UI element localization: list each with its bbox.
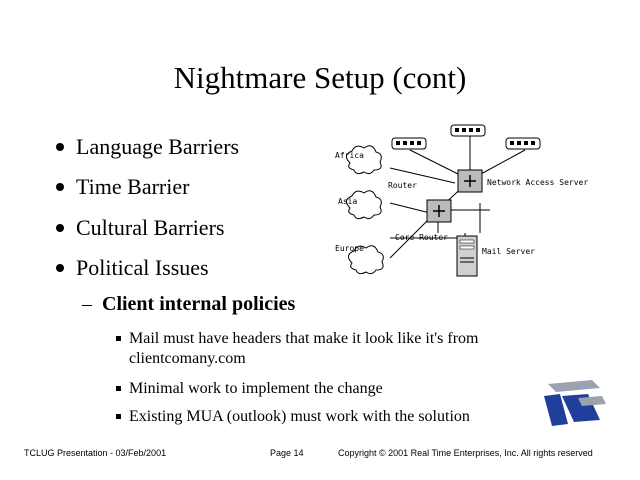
bullet-text: Cultural Barriers	[76, 215, 225, 240]
router-icon	[457, 169, 483, 193]
sub-bullet-item: –Client internal policies	[82, 290, 295, 318]
diagram-label-nas: Network Access Server	[487, 178, 588, 187]
hub-icon	[391, 137, 427, 150]
diagram-label-europe: Europe	[335, 244, 364, 253]
bullet-text: Language Barriers	[76, 134, 240, 159]
slide-title: Nightmare Setup (cont)	[173, 60, 467, 95]
sub-sub-bullet-item: Minimal work to implement the change	[116, 379, 556, 399]
sub-sub-bullet-item: Existing MUA (outlook) must work with th…	[116, 407, 556, 427]
diagram-label-africa: Africa	[335, 151, 364, 160]
cloud-icon	[348, 245, 384, 275]
diagram-label-mail-server: Mail Server	[482, 247, 535, 256]
footer-page-number: Page 14	[270, 448, 304, 458]
diagram-label-asia: Asia	[338, 197, 357, 206]
server-icon	[456, 235, 478, 277]
cloud-icon	[346, 190, 382, 220]
bullet-item: Cultural Barriers	[56, 214, 224, 242]
sub-sub-bullet-continuation: clientcomany.com	[129, 350, 246, 367]
sub-sub-bullet-item: Mail must have headers that make it look…	[116, 329, 556, 369]
cloud-icon	[346, 145, 382, 175]
bullet-dot-icon	[56, 263, 64, 272]
bullet-dot-icon	[56, 182, 64, 191]
square-bullet-icon	[116, 413, 121, 419]
dash-icon: –	[82, 293, 92, 315]
company-logo-icon	[544, 380, 606, 426]
square-bullet-icon	[116, 385, 121, 391]
bullet-item: Political Issues	[56, 254, 209, 282]
bullet-item: Language Barriers	[56, 133, 239, 161]
sub-sub-bullet-text: Minimal work to implement the change	[129, 380, 383, 397]
hub-icon	[505, 137, 541, 150]
sub-bullet-text: Client internal policies	[102, 293, 296, 315]
bullet-text: Time Barrier	[76, 174, 190, 199]
sub-sub-bullet-text: Existing MUA (outlook) must work with th…	[129, 408, 470, 425]
network-diagram: Africa Asia Europe Router Core Router Ne…	[335, 124, 588, 277]
diagram-label-router: Router	[388, 181, 417, 190]
footer-left-text: TCLUG Presentation - 03/Feb/2001	[24, 448, 167, 458]
bullet-text: Political Issues	[76, 255, 209, 280]
router-icon	[426, 199, 452, 223]
square-bullet-icon	[116, 335, 121, 341]
hub-icon	[450, 124, 486, 137]
footer-copyright: Copyright © 2001 Real Time Enterprises, …	[338, 448, 593, 458]
bullet-item: Time Barrier	[56, 173, 189, 201]
diagram-label-core-router: Core Router	[395, 233, 448, 242]
sub-sub-bullet-text: Mail must have headers that make it look…	[129, 330, 479, 347]
bullet-dot-icon	[56, 223, 64, 232]
bullet-dot-icon	[56, 142, 64, 151]
